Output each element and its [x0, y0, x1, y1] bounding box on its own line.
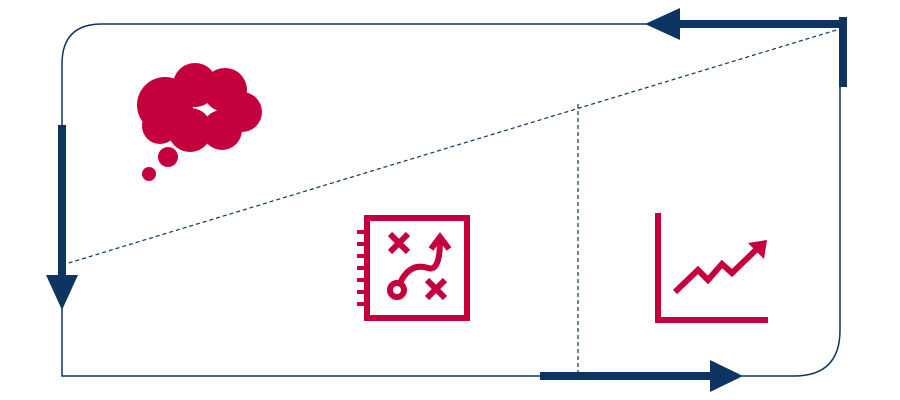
- cycle-outline: [61, 23, 841, 377]
- growth-chart-icon: [655, 213, 768, 323]
- arrow-top-left: [645, 8, 847, 87]
- thought-cloud-icon: [137, 63, 262, 181]
- strategy-plan-icon: [357, 215, 470, 321]
- arrow-bottom-right: [540, 360, 743, 392]
- dashed-diagonal-divider: [61, 27, 844, 266]
- arrow-left-down: [46, 125, 78, 310]
